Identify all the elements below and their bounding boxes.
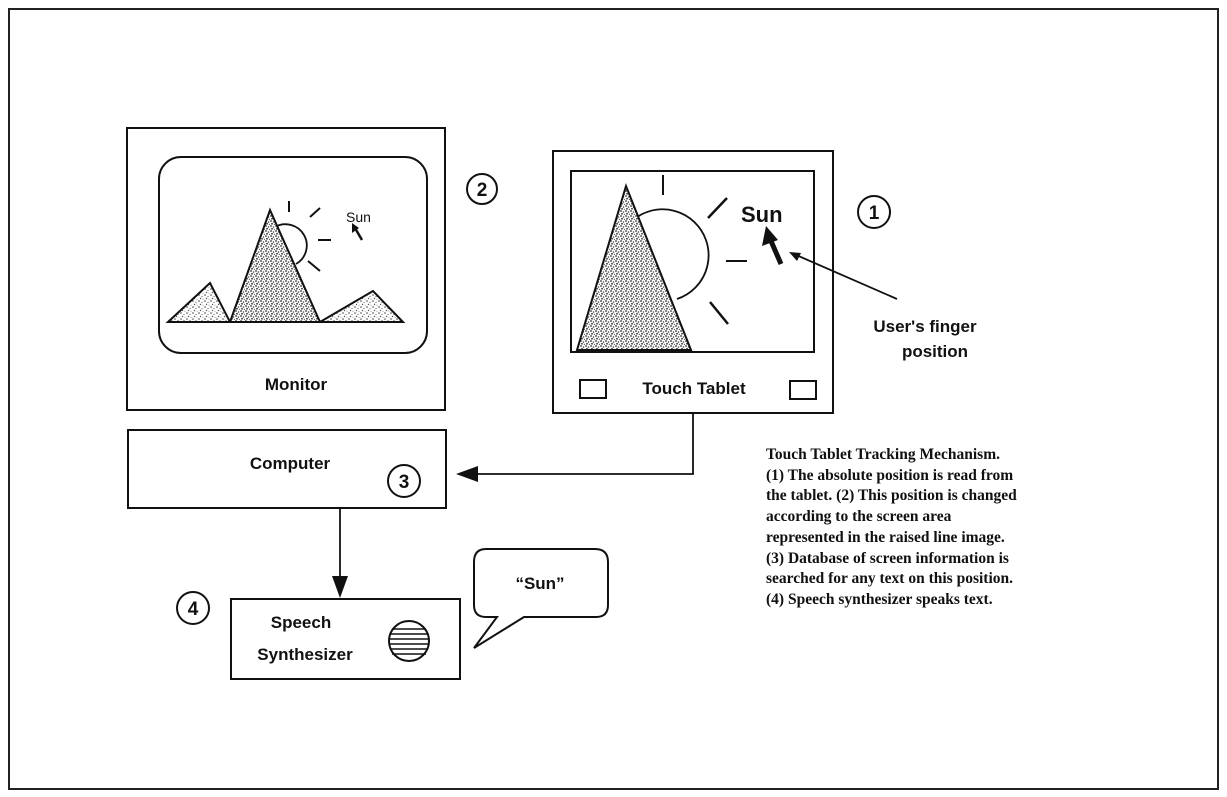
callout-3-circle	[387, 464, 421, 498]
touch-tablet: Sun Touch Tablet	[552, 150, 834, 414]
tablet-cursor-head	[762, 226, 778, 246]
callout-1-number: 1	[869, 203, 880, 224]
computer-to-synth-arrowhead	[332, 576, 348, 598]
callout-4-circle	[176, 591, 210, 625]
monitor: Sun Monitor	[126, 127, 446, 411]
tablet-label: Touch Tablet	[642, 379, 746, 398]
callout-2-number: 2	[477, 180, 488, 201]
finger-label-line1: User's finger	[873, 317, 977, 336]
monitor-mountain-small	[165, 281, 232, 323]
caption: Touch Tablet Tracking Mechanism. (1) The…	[766, 445, 1216, 611]
caption-line: (3) Database of screen information is	[766, 549, 1009, 567]
monitor-mountain-large	[228, 207, 322, 323]
caption-line: represented in the raised line image.	[766, 528, 1005, 546]
tablet-sun-label: Sun	[741, 202, 783, 227]
caption-line: the tablet. (2) This position is changed	[766, 487, 1017, 505]
monitor-sun	[274, 223, 308, 265]
callout-1-circle	[857, 195, 891, 229]
page-frame	[8, 8, 1219, 790]
caption-line: (4) Speech synthesizer speaks text.	[766, 590, 993, 608]
monitor-sun-label: Sun	[346, 209, 371, 225]
synth-label-line1: Speech	[271, 613, 331, 632]
synth-label-line2: Synthesizer	[257, 645, 353, 664]
caption-line: searched for any text on this position.	[766, 570, 1014, 588]
tablet-cursor-icon	[768, 240, 784, 265]
callout-4-number: 4	[188, 599, 199, 620]
monitor-cursor-head	[352, 223, 359, 233]
tablet-left-button	[579, 379, 607, 399]
monitor-sun-ray	[309, 207, 321, 218]
caption-line: according to the screen area	[766, 508, 952, 526]
tablet-right-button	[789, 380, 817, 400]
speaker-icon	[388, 620, 430, 662]
finger-label-line2: position	[902, 342, 968, 361]
tablet-sun-ray	[709, 301, 729, 325]
computer-label: Computer	[250, 454, 331, 473]
tablet-to-computer-arrowhead	[456, 466, 478, 482]
monitor-sun-ray	[307, 260, 321, 272]
tablet-sun-ray	[707, 197, 728, 219]
finger-pointer-line	[793, 253, 898, 300]
monitor-mountain-right	[316, 289, 406, 323]
speech-bubble-text: “Sun”	[515, 574, 564, 593]
monitor-label: Monitor	[265, 375, 328, 394]
callout-3-number: 3	[399, 472, 410, 493]
speech-bubble	[473, 548, 609, 649]
tablet-to-computer-connector	[468, 413, 694, 475]
tablet-mountain	[575, 182, 693, 351]
finger-pointer-arrowhead	[789, 252, 801, 261]
caption-title: Touch Tablet Tracking Mechanism.	[766, 446, 1000, 463]
caption-line: (1) The absolute position is read from	[766, 466, 1014, 484]
callout-2-circle	[466, 173, 498, 205]
